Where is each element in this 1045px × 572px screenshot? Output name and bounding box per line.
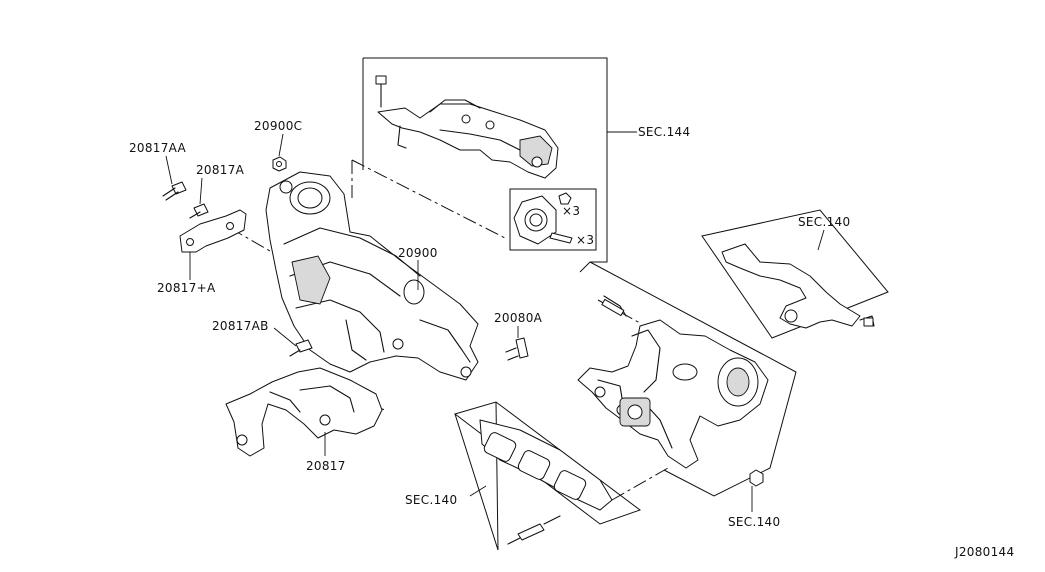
bolt-20817A xyxy=(189,177,209,219)
label-20900: 20900 xyxy=(398,246,438,260)
label-20817plusA: 20817+A xyxy=(157,281,216,295)
turbocharger-assembly xyxy=(577,261,797,497)
label-20817AA: 20817AA xyxy=(129,141,187,155)
bracket-20817plusA xyxy=(179,209,247,280)
sec-144-outline xyxy=(362,57,637,263)
label-sec-140-top: SEC.140 xyxy=(798,215,850,229)
label-sec-140-gasket: SEC.140 xyxy=(405,493,457,507)
label-20817: 20817 xyxy=(306,459,346,473)
nut-20900C xyxy=(272,133,287,172)
label-sec-140-bottom: SEC.140 xyxy=(728,515,780,529)
nut-sec140-bottom xyxy=(749,469,764,512)
sec-140-exhaust-gasket-box xyxy=(453,401,669,551)
bolt-20817AA xyxy=(162,155,187,201)
label-20900C: 20900C xyxy=(254,119,302,133)
upper-heat-insulator-bracket xyxy=(375,75,559,179)
label-20080A: 20080A xyxy=(494,311,543,325)
turbo-gasket-kit-box: ×3 ×3 xyxy=(509,188,597,251)
label-20817A: 20817A xyxy=(196,163,245,177)
label-20817AB: 20817AB xyxy=(212,319,269,333)
bracket-20817 xyxy=(225,367,383,457)
stud-qty-label: ×3 xyxy=(576,233,594,247)
nut-qty-label: ×3 xyxy=(562,204,580,218)
bolt-20817AB xyxy=(273,327,313,357)
catalytic-converter-20900 xyxy=(265,171,479,381)
diagram-id: J2080144 xyxy=(954,545,1014,559)
stud-20080A xyxy=(505,326,529,361)
sec-140-heat-shield-box xyxy=(701,209,889,339)
label-sec-144: SEC.144 xyxy=(638,125,690,139)
